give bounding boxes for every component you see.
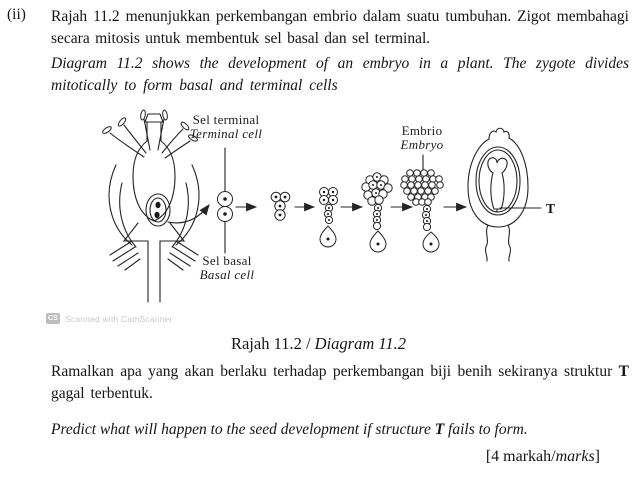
question-malay-text: Ramalkan apa yang akan berlaku terhadap … xyxy=(51,363,619,380)
two-cell-stage xyxy=(217,147,233,254)
embryo-development-diagram: Sel terminal Terminal cell Sel basal Bas… xyxy=(80,105,625,310)
seed-stage xyxy=(467,127,529,262)
structure-t-reference-english: T xyxy=(434,421,445,438)
intro-paragraph-english: Diagram 11.2 shows the development of an… xyxy=(51,55,629,94)
embryo-label-malay: Embrio xyxy=(402,123,443,138)
question-english-text-after: fails to form. xyxy=(444,421,528,438)
zygote-to-two-cell-arrow xyxy=(167,204,210,224)
basal-cell-label-english: Basal cell xyxy=(200,267,255,282)
camscanner-text: Scanned with CamScanner xyxy=(65,313,173,324)
marks-prefix: [4 markah/ xyxy=(485,448,556,465)
question-paragraph-english: Predict what will happen to the seed dev… xyxy=(51,419,631,441)
structure-t-label: T xyxy=(546,201,555,216)
zygote-cell-upper xyxy=(155,201,161,209)
marks-italic: marks xyxy=(555,448,595,465)
terminal-cell-label-malay: Sel terminal xyxy=(193,112,260,127)
question-item-number: (ii) xyxy=(7,6,26,23)
figure-caption: Rajah 11.2 / Diagram 11.2 xyxy=(0,334,637,354)
flower-section-illustration xyxy=(102,109,200,303)
basal-cell-label-malay: Sel basal xyxy=(202,253,251,268)
embryo-in-seed xyxy=(487,157,508,210)
four-cell-stage xyxy=(270,191,291,221)
marks-suffix: ] xyxy=(594,448,600,465)
marks-allocation: [4 markah/marks] xyxy=(486,446,600,468)
camscanner-watermark: CS Scanned with CamScanner xyxy=(46,313,173,324)
embryo-mass-stage xyxy=(400,169,444,253)
structure-t-reference-malay: T xyxy=(618,363,629,380)
terminal-cell-label-english: Terminal cell xyxy=(190,126,262,141)
intro-paragraph-malay: Rajah 11.2 menunjukkan perkembangan embr… xyxy=(51,8,629,47)
question-malay-text-after: gagal terbentuk. xyxy=(51,385,153,402)
question-english-text: Predict what will happen to the seed dev… xyxy=(51,421,435,438)
proembryo-stage xyxy=(319,187,338,248)
embryo-label-english: Embryo xyxy=(400,137,444,152)
camscanner-icon: CS xyxy=(46,313,60,324)
globular-embryo-stage xyxy=(361,172,393,253)
question-paragraph-malay: Ramalkan apa yang akan berlaku terhadap … xyxy=(51,361,629,405)
diagram-figure: Sel terminal Terminal cell Sel basal Bas… xyxy=(102,109,555,303)
zygote-cell-lower xyxy=(154,211,160,219)
caption-english: Diagram 11.2 xyxy=(314,334,407,353)
caption-malay: Rajah 11.2 / xyxy=(230,334,315,353)
stamens xyxy=(102,109,198,159)
